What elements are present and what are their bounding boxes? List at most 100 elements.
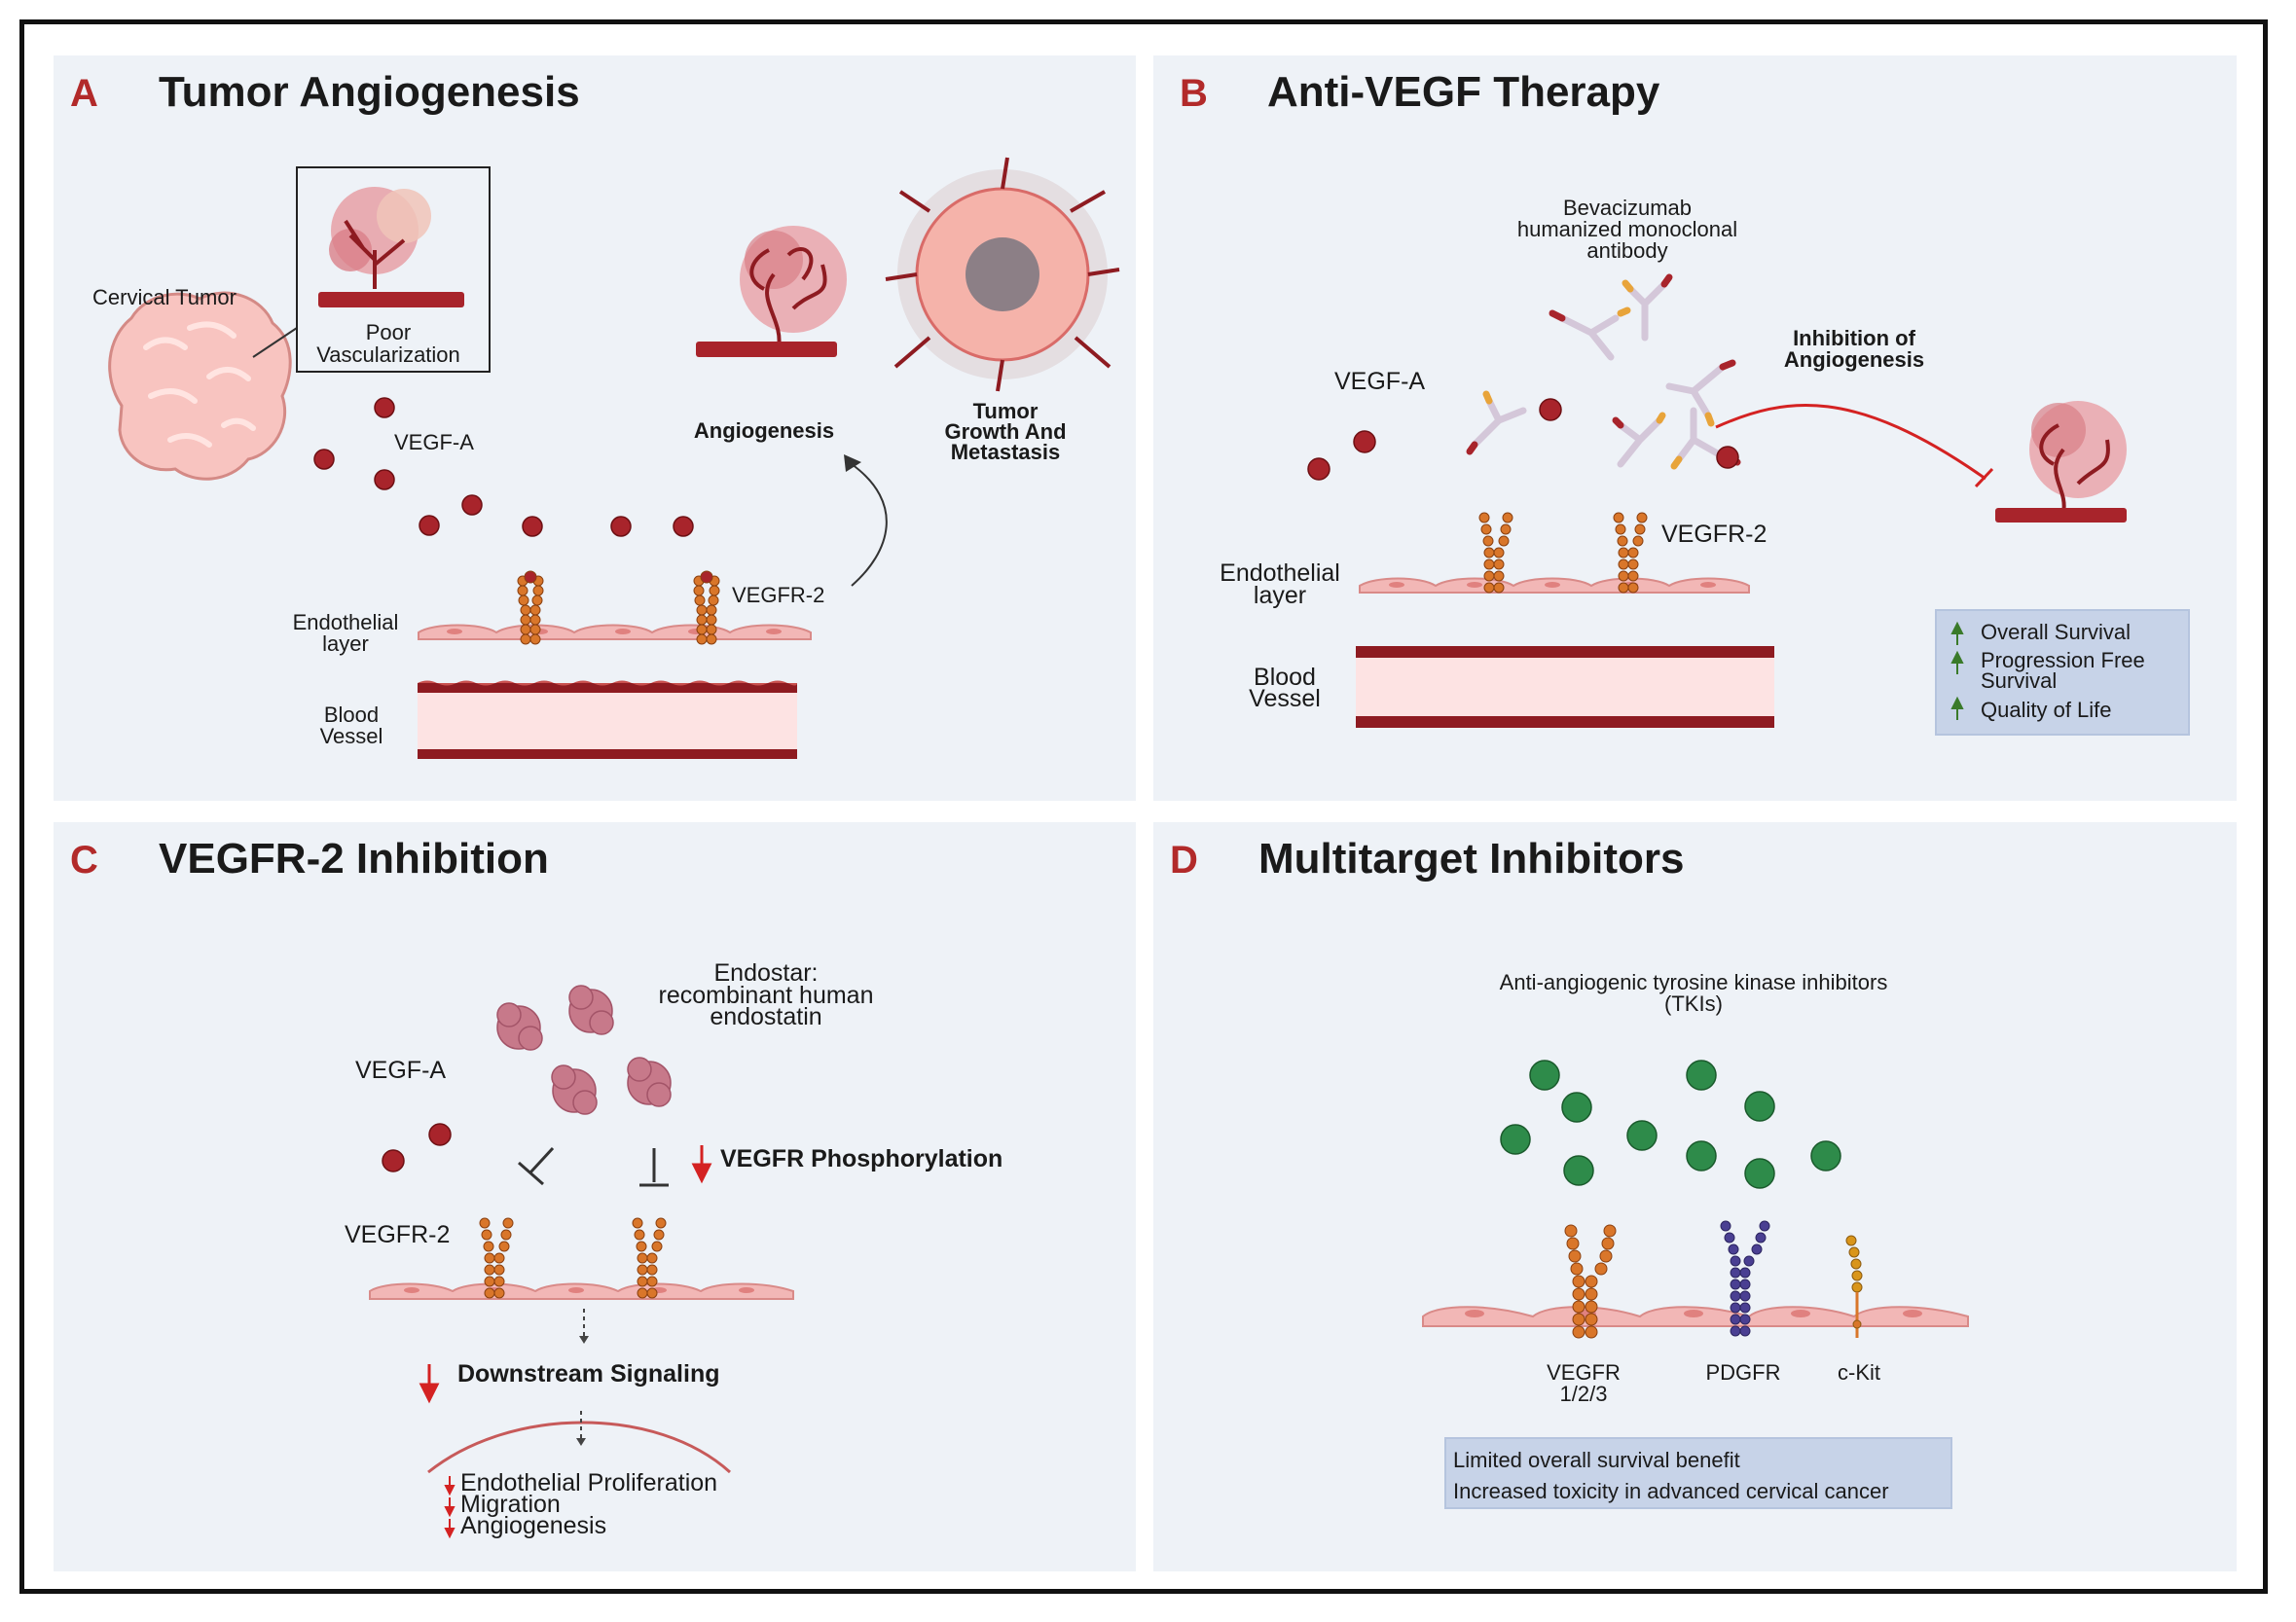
down-arrow-icon	[691, 1145, 712, 1184]
outcome-survival: Survival	[1981, 668, 2057, 693]
tumor-growth-label-1: Tumor	[973, 399, 1039, 423]
vegfr-receptor-icon	[1564, 1224, 1617, 1339]
note-toxicity: Increased toxicity in advanced cervical …	[1453, 1479, 1889, 1503]
phosphorylation-label: VEGFR Phosphorylation	[720, 1145, 1002, 1172]
arrow-head-icon	[576, 1438, 586, 1446]
cervical-tumor-label: Cervical Tumor	[92, 285, 237, 309]
antibody-label-3: antibody	[1586, 238, 1667, 263]
blood-vessel-icon	[1356, 646, 1774, 728]
pdgfr-receptor-icon	[1720, 1220, 1770, 1337]
vegfr-label-2: 1/2/3	[1560, 1382, 1608, 1406]
vegfr2-label: VEGFR-2	[732, 583, 824, 607]
vessel-icon	[696, 342, 837, 357]
vegf-a-molecules	[382, 1123, 452, 1172]
tumor-growth-label-3: Metastasis	[951, 440, 1061, 464]
panel-d-graphic: D Multitarget Inhibitors Anti-angiogenic…	[1170, 835, 1969, 1509]
tki-label-1: Anti-angiogenic tyrosine kinase inhibito…	[1500, 970, 1888, 994]
tumor-growth-label-2: Growth And	[944, 419, 1066, 444]
pdgfr-label: PDGFR	[1706, 1360, 1781, 1385]
arrow-head-icon	[579, 1336, 589, 1344]
endothelial-layer	[1422, 1306, 1969, 1327]
poor-vascularization-label-1: Poor	[366, 320, 411, 344]
outcome-overall-survival: Overall Survival	[1981, 620, 2131, 644]
endostatin-icon	[496, 985, 672, 1115]
inhibition-line	[1715, 404, 1986, 481]
vegf-a-label: VEGF-A	[355, 1057, 446, 1084]
panel-vegfr2-inhibition: C VEGFR-2 Inhibition Endostar: recombina…	[54, 822, 1136, 1571]
receptor-icon	[1478, 512, 1513, 594]
vessel-icon	[318, 292, 464, 307]
outcome-progression-free: Progression Free	[1981, 648, 2145, 672]
vegfr-label-1: VEGFR	[1547, 1360, 1621, 1385]
angiogenesis-label: Angiogenesis	[694, 418, 834, 443]
receptor-icon	[693, 570, 720, 645]
endostar-label-3: endostatin	[710, 1003, 821, 1030]
panel-multitarget-inhibitors: D Multitarget Inhibitors Anti-angiogenic…	[1153, 822, 2237, 1571]
antibody-label-2: humanized monoclonal	[1517, 217, 1737, 241]
callout-line	[252, 327, 298, 358]
antibody-tips	[1466, 273, 1741, 470]
vegf-a-molecules	[313, 397, 694, 537]
vegfr2-label: VEGFR-2	[345, 1221, 450, 1248]
progression-arrow	[851, 463, 888, 587]
panel-b-title: Anti-VEGF Therapy	[1267, 68, 1660, 116]
tki-molecules	[1500, 1060, 1841, 1189]
cervical-tumor-icon	[108, 291, 292, 481]
endothelial-label-1: Endothelial	[293, 610, 399, 634]
panel-a-title: Tumor Angiogenesis	[159, 68, 580, 116]
panel-anti-vegf-therapy: B Anti-VEGF Therapy Bevacizumab humanize…	[1153, 55, 2237, 801]
ckit-receptor-icon	[1845, 1235, 1863, 1338]
endothelial-label-1: Endothelial	[1220, 559, 1340, 587]
receptor-icon	[517, 570, 544, 645]
outcomes-box	[1935, 609, 2190, 736]
blood-vessel-label-1: Blood	[324, 703, 379, 727]
inhibition-label-1: Inhibition of	[1793, 326, 1916, 350]
antibody-label-1: Bevacizumab	[1563, 196, 1692, 220]
effect-proliferation: Endothelial Proliferation	[460, 1469, 717, 1496]
tki-label-2: (TKIs)	[1664, 991, 1723, 1016]
endostar-label-2: recombinant human	[659, 982, 874, 1009]
effect-migration: Migration	[460, 1491, 561, 1518]
panel-d-title: Multitarget Inhibitors	[1258, 835, 1685, 883]
panel-b-letter: B	[1180, 72, 1208, 115]
inhibition-bar-icon	[518, 1146, 669, 1187]
angiogenic-tumor-icon	[740, 226, 847, 348]
panel-d-letter: D	[1170, 839, 1198, 882]
panel-tumor-angiogenesis: A Tumor Angiogenesis Cervical Tumor Poor…	[54, 55, 1136, 801]
panel-a-graphic: A Tumor Angiogenesis Cervical Tumor Poor…	[70, 68, 1120, 759]
inhibition-label-2: Angiogenesis	[1784, 347, 1924, 372]
receptor-icon	[632, 1217, 667, 1299]
panel-b-graphic: B Anti-VEGF Therapy Bevacizumab humanize…	[1180, 68, 2190, 736]
receptor-icon	[1613, 512, 1648, 594]
down-arrow-icon	[419, 1364, 440, 1404]
down-arrow-icon	[444, 1476, 456, 1539]
blood-vessel-label-1: Blood	[1254, 664, 1316, 691]
small-tumor-icon	[329, 187, 431, 289]
blood-vessel-label-2: Vessel	[1249, 685, 1321, 712]
endothelial-label-2: layer	[322, 631, 369, 656]
ckit-label: c-Kit	[1838, 1360, 1880, 1385]
blood-vessel-icon	[418, 680, 797, 759]
blood-vessel-label-2: Vessel	[320, 724, 383, 748]
notes-box	[1444, 1437, 1952, 1509]
antibody-icon	[1471, 280, 1731, 468]
endothelial-layer	[1359, 577, 1750, 594]
outcome-quality-of-life: Quality of Life	[1981, 698, 2112, 722]
effect-angiogenesis: Angiogenesis	[460, 1512, 606, 1539]
endostar-label-1: Endostar:	[713, 959, 818, 987]
arrow-head-icon	[844, 454, 861, 472]
vegfr2-label: VEGFR-2	[1661, 521, 1767, 548]
poor-vascularization-box	[296, 166, 491, 373]
downstream-label: Downstream Signaling	[457, 1360, 719, 1388]
panel-c-letter: C	[70, 839, 98, 882]
vegf-a-molecules	[1307, 398, 1739, 481]
angiogenic-tumor-icon	[2029, 401, 2127, 514]
cell-membrane-arc	[427, 1421, 732, 1474]
vegf-a-label: VEGF-A	[394, 430, 474, 454]
receptor-icon	[479, 1217, 514, 1299]
panel-c-title: VEGFR-2 Inhibition	[159, 835, 549, 883]
panel-c-graphic: C VEGFR-2 Inhibition Endostar: recombina…	[70, 835, 1002, 1539]
poor-vascularization-label-2: Vascularization	[316, 342, 460, 367]
vessel-icon	[1995, 508, 2127, 523]
panel-a-letter: A	[70, 72, 98, 115]
